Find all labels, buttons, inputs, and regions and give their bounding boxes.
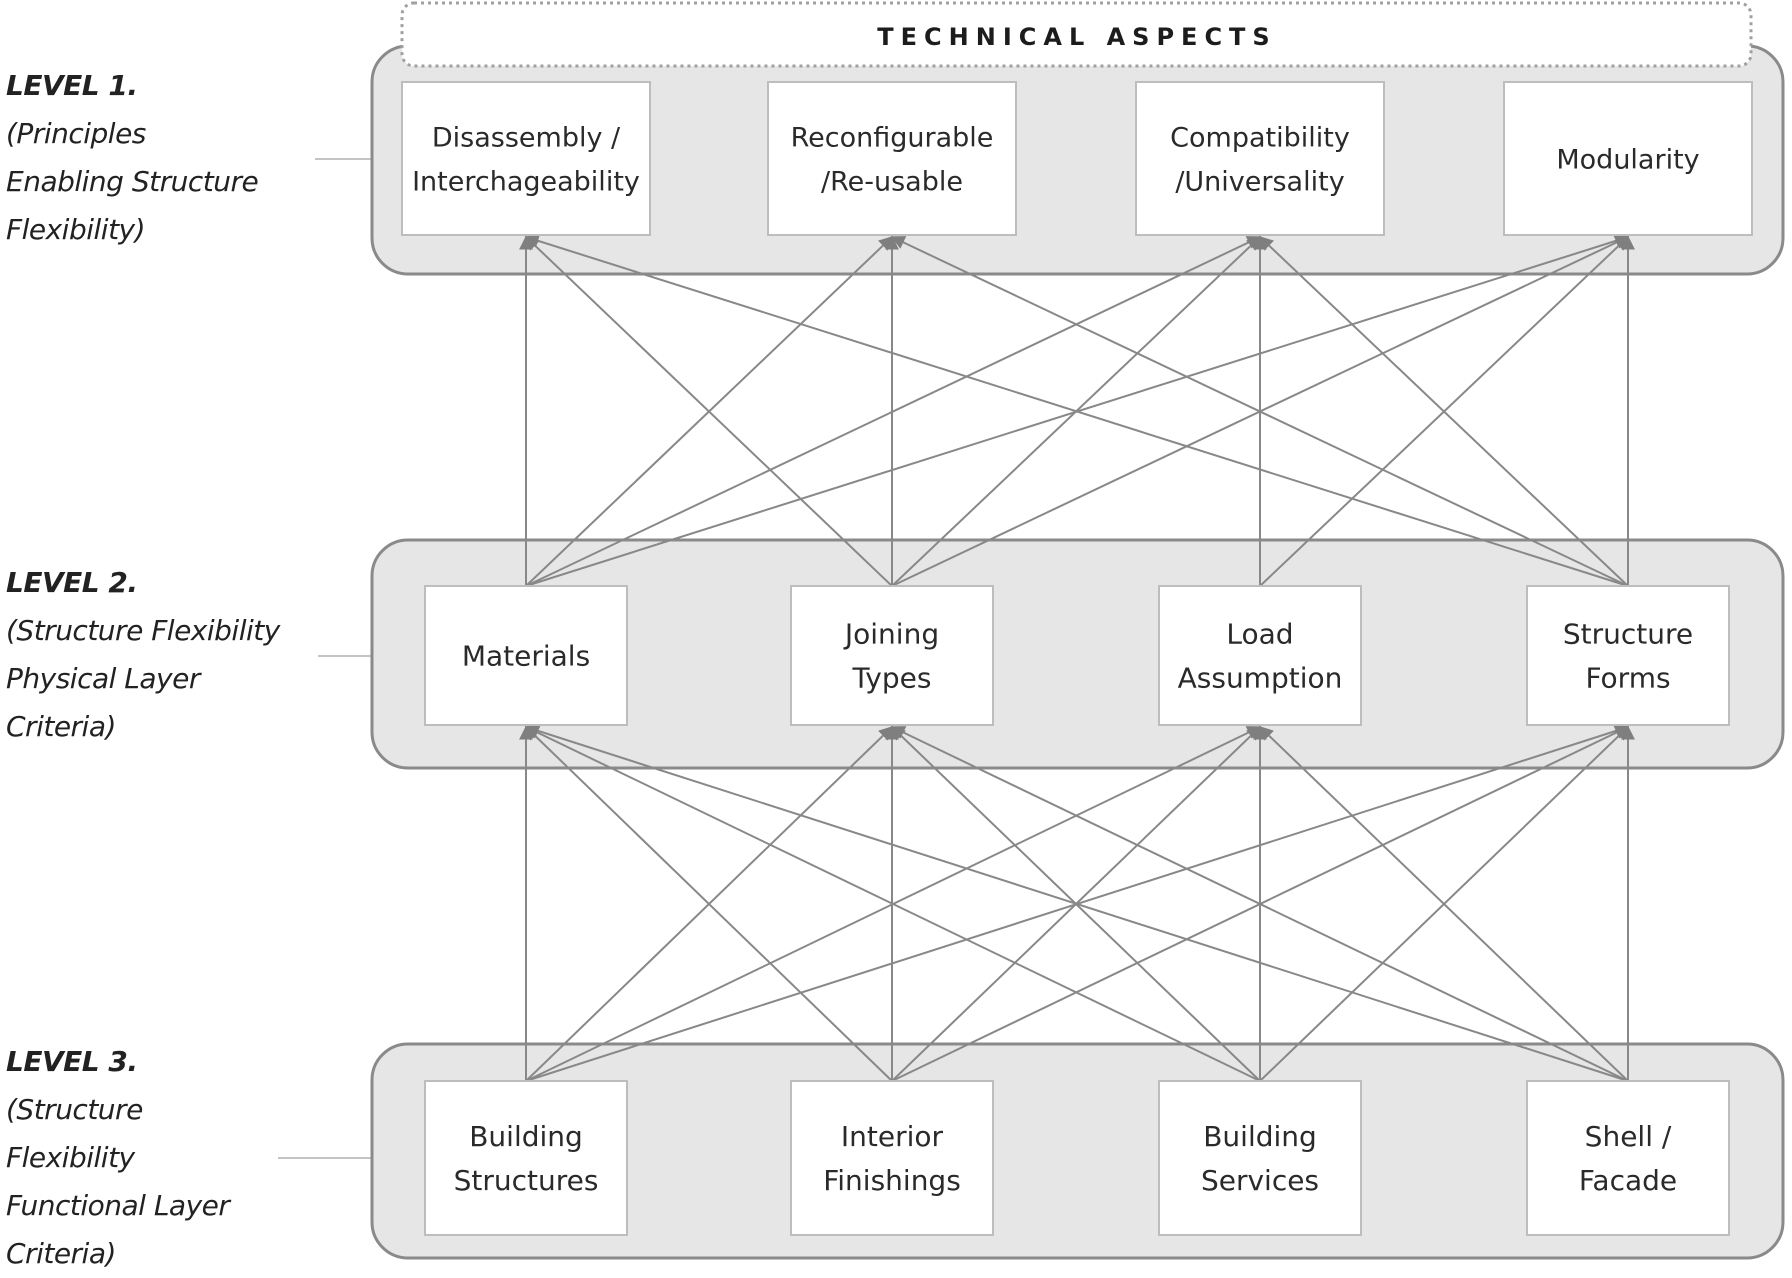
level3-title: LEVEL 3. <box>6 1045 138 1078</box>
arrow-level3-to-level2 <box>890 726 1629 1082</box>
level2-node-label: Forms <box>1585 662 1670 695</box>
level3-node-box <box>1158 1080 1362 1236</box>
level1-node-box <box>401 81 651 236</box>
arrow-level3-to-level2 <box>524 726 1261 1082</box>
level1-title: LEVEL 1. <box>6 69 138 102</box>
level2-desc-line: (Structure Flexibility <box>6 614 280 647</box>
level1-desc-line: Flexibility) <box>6 213 146 246</box>
level1-label: LEVEL 1. (Principles Enabling Structure … <box>6 62 259 254</box>
level3-node-box <box>790 1080 994 1236</box>
level3-desc-line: Functional Layer <box>6 1189 230 1222</box>
level2-node-label: Types <box>852 662 932 695</box>
arrow-level2-to-level1 <box>524 234 1629 587</box>
level2-node: Materials <box>424 585 628 726</box>
level3-desc-line: Criteria) <box>6 1237 116 1270</box>
level3-node-label: Building <box>469 1120 583 1153</box>
level2-node-label: Structure <box>1563 618 1693 651</box>
level2-node-box <box>790 585 994 726</box>
level1-node-label: Reconfigurable <box>791 123 994 154</box>
level2-desc-line: Physical Layer <box>6 662 200 695</box>
level1-desc-line: Enabling Structure <box>6 165 259 198</box>
level1-node: Compatibility/Universality <box>1135 81 1385 236</box>
level3-container <box>370 1042 1785 1260</box>
level1-node: Disassembly / Interchageability <box>401 81 651 236</box>
level2-node-label: Load <box>1226 618 1293 651</box>
level2-title: LEVEL 2. <box>6 566 138 599</box>
level1-node-label: Interchageability <box>412 167 640 198</box>
technical-aspects-title: TECHNICAL ASPECTS <box>877 23 1276 51</box>
arrow-level3-to-level2 <box>524 726 893 1082</box>
level2-node-box <box>1158 585 1362 726</box>
level3-node-label: Structures <box>454 1164 599 1197</box>
level1-node: Reconfigurable/Re-usable <box>767 81 1017 236</box>
level3-node-label: Facade <box>1579 1164 1677 1197</box>
level1-node-label: Disassembly / <box>432 123 621 154</box>
level1-node-label: Modularity <box>1556 145 1699 176</box>
level3-node-label: Finishings <box>823 1164 961 1197</box>
level1-node-label: Compatibility <box>1170 123 1350 154</box>
level3-label: LEVEL 3. (Structure Flexibility Function… <box>6 1038 230 1278</box>
level3-node: Shell / Facade <box>1526 1080 1730 1236</box>
arrow-level3-to-level2 <box>1258 726 1629 1082</box>
nodes: Disassembly / Interchageability Reconfigur… <box>401 81 1753 1236</box>
level2-node-box <box>1526 585 1730 726</box>
level3-node-label: Services <box>1201 1164 1319 1197</box>
level1-node-box <box>1135 81 1385 236</box>
level3-node-label: Shell / <box>1585 1120 1672 1153</box>
level3-desc-line: Flexibility <box>6 1141 135 1174</box>
arrow-level2-to-level1 <box>524 236 893 587</box>
level2-container <box>370 538 1785 770</box>
level3-desc-line: (Structure <box>6 1093 143 1126</box>
level3-node-box <box>424 1080 628 1236</box>
arrows <box>519 234 1635 1082</box>
level1-node-box <box>1503 81 1753 236</box>
level1-node-label: /Universality <box>1175 167 1344 198</box>
level3-node-label: Interior <box>841 1120 944 1153</box>
level1-node: Modularity <box>1503 81 1753 236</box>
level1-node-box <box>767 81 1017 236</box>
level1-node-label: /Re-usable <box>821 167 963 198</box>
level1-desc-line: (Principles <box>6 117 146 150</box>
level2-node-label: Materials <box>462 640 590 673</box>
level2-label: LEVEL 2. (Structure Flexibility Physical… <box>6 559 280 751</box>
level3-node-box <box>1526 1080 1730 1236</box>
level2-desc-line: Criteria) <box>6 710 116 743</box>
technical-aspects-box <box>400 1 1753 68</box>
arrow-level2-to-level1 <box>1258 236 1629 587</box>
arrow-level3-to-level2 <box>524 724 1629 1082</box>
level3-node-label: Building <box>1203 1120 1317 1153</box>
level2-node-label: Assumption <box>1178 662 1343 695</box>
level2-node-label: Joining <box>843 618 939 651</box>
level2-node-box <box>424 585 628 726</box>
arrow-level2-to-level1 <box>890 236 1629 587</box>
